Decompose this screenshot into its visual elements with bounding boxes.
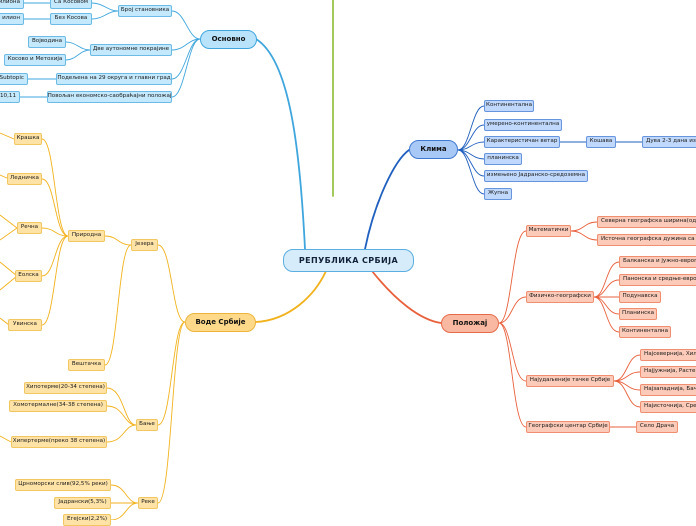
subtopic-dve-autonomne[interactable]: Две аутономне покрајине bbox=[90, 44, 172, 56]
klima-item-6[interactable]: Жупна bbox=[484, 188, 512, 200]
naj-item-1[interactable]: Најсевернија, Хил bbox=[640, 349, 696, 361]
subtopic-jezera[interactable]: Језера bbox=[131, 239, 158, 251]
subtopic-najudaljenije[interactable]: Најудаљеније тачке Србије bbox=[526, 375, 614, 387]
subtopic-banje[interactable]: Бање bbox=[136, 419, 158, 431]
klima-item-4[interactable]: планинска bbox=[484, 153, 522, 165]
root-topic[interactable]: РЕПУБЛИКА СРБИЈА bbox=[283, 249, 414, 272]
reke-item-2[interactable]: Јадрански(5,3%) bbox=[54, 497, 111, 509]
subtopic-prirodna[interactable]: Природна bbox=[68, 230, 105, 242]
topic-klima[interactable]: Клима bbox=[409, 140, 458, 159]
naj-item-3[interactable]: Најзападнија, Бач bbox=[640, 384, 696, 396]
prirodna-item-4[interactable]: Еолска bbox=[15, 270, 42, 282]
subtopic-cut-ilion[interactable]: илион bbox=[0, 13, 24, 25]
subtopic-povoljan-polozaj[interactable]: Повољан економско-саобраћајни положај bbox=[47, 91, 172, 103]
naj-item-2[interactable]: Најјужнија, Расте bbox=[640, 366, 696, 378]
subtopic-sa-kosovom[interactable]: Са Косовом bbox=[50, 0, 92, 9]
subtopic-cut-iliona[interactable]: илиона bbox=[0, 0, 24, 9]
mat-item-1[interactable]: Северна географска ширина(од bbox=[597, 216, 696, 228]
subtopic-kosovo-metohija[interactable]: Косово и Метохија bbox=[4, 54, 66, 66]
prirodna-item-5[interactable]: Увинска bbox=[8, 319, 42, 331]
klima-item-5[interactable]: измењено Јадранско-средоземна bbox=[484, 170, 588, 182]
prirodna-item-1[interactable]: Крашка bbox=[14, 133, 42, 145]
fiz-item-3[interactable]: Подунавска bbox=[619, 291, 661, 303]
banje-item-3[interactable]: Хипертерме(преко 38 степена) bbox=[11, 436, 107, 448]
subtopic-selo-dracha[interactable]: Село Драча bbox=[636, 421, 678, 433]
fiz-item-2[interactable]: Панонска и средње-евро bbox=[619, 274, 696, 286]
topic-polozhaj[interactable]: Положај bbox=[441, 314, 499, 333]
subtopic-bez-kosova[interactable]: Без Косова bbox=[50, 13, 92, 25]
reke-item-3[interactable]: Егејски(2,2%) bbox=[63, 514, 111, 526]
klima-item-1[interactable]: Континентална bbox=[484, 100, 534, 112]
fiz-item-4[interactable]: Планинска bbox=[619, 308, 657, 320]
mat-item-2[interactable]: Источна географска дужина са п bbox=[597, 234, 696, 246]
subtopic-podeljena[interactable]: Подељена на 29 округа и главни град bbox=[56, 73, 172, 85]
naj-item-4[interactable]: Најисточнија, Сре bbox=[640, 401, 696, 413]
fiz-item-1[interactable]: Балканска и јужно-европ bbox=[619, 256, 696, 268]
subtopic-placeholder[interactable]: Subtopic bbox=[0, 73, 28, 85]
prirodna-item-3[interactable]: Речна bbox=[17, 222, 42, 234]
subtopic-cut-10-11[interactable]: 10,11 bbox=[0, 91, 20, 103]
prirodna-item-2[interactable]: Ледничка bbox=[7, 173, 42, 185]
reke-item-1[interactable]: Црноморски слив(92,5% реки) bbox=[15, 479, 111, 491]
subtopic-koshava[interactable]: Кошава bbox=[586, 136, 616, 148]
subtopic-duva[interactable]: Дува 2-3 дана из bbox=[642, 136, 696, 148]
subtopic-geografski-centar[interactable]: Географски центар Србије bbox=[526, 421, 610, 433]
fiz-item-5[interactable]: Континентална bbox=[619, 326, 671, 338]
klima-item-3[interactable]: Карактеристичан ветар bbox=[484, 136, 560, 148]
subtopic-reke[interactable]: Реке bbox=[138, 497, 158, 509]
topic-vode-srbije[interactable]: Воде Србије bbox=[185, 313, 256, 332]
subtopic-veshtachka[interactable]: Вештачка bbox=[68, 359, 105, 371]
klima-item-2[interactable]: умерено-континентална bbox=[484, 119, 562, 131]
subtopic-vojvodina[interactable]: Војводина bbox=[28, 36, 66, 48]
subtopic-matematicki[interactable]: Математички bbox=[526, 225, 571, 237]
subtopic-broj-stanovnika[interactable]: Број становника bbox=[118, 5, 172, 17]
topic-osnovno[interactable]: Основно bbox=[200, 30, 257, 49]
banje-item-2[interactable]: Хомотермалне(34-38 степена) bbox=[9, 400, 107, 412]
subtopic-fizicko-geografski[interactable]: Физичко-географски bbox=[526, 291, 594, 303]
banje-item-1[interactable]: Хипотерме(20-34 степена) bbox=[24, 382, 107, 394]
